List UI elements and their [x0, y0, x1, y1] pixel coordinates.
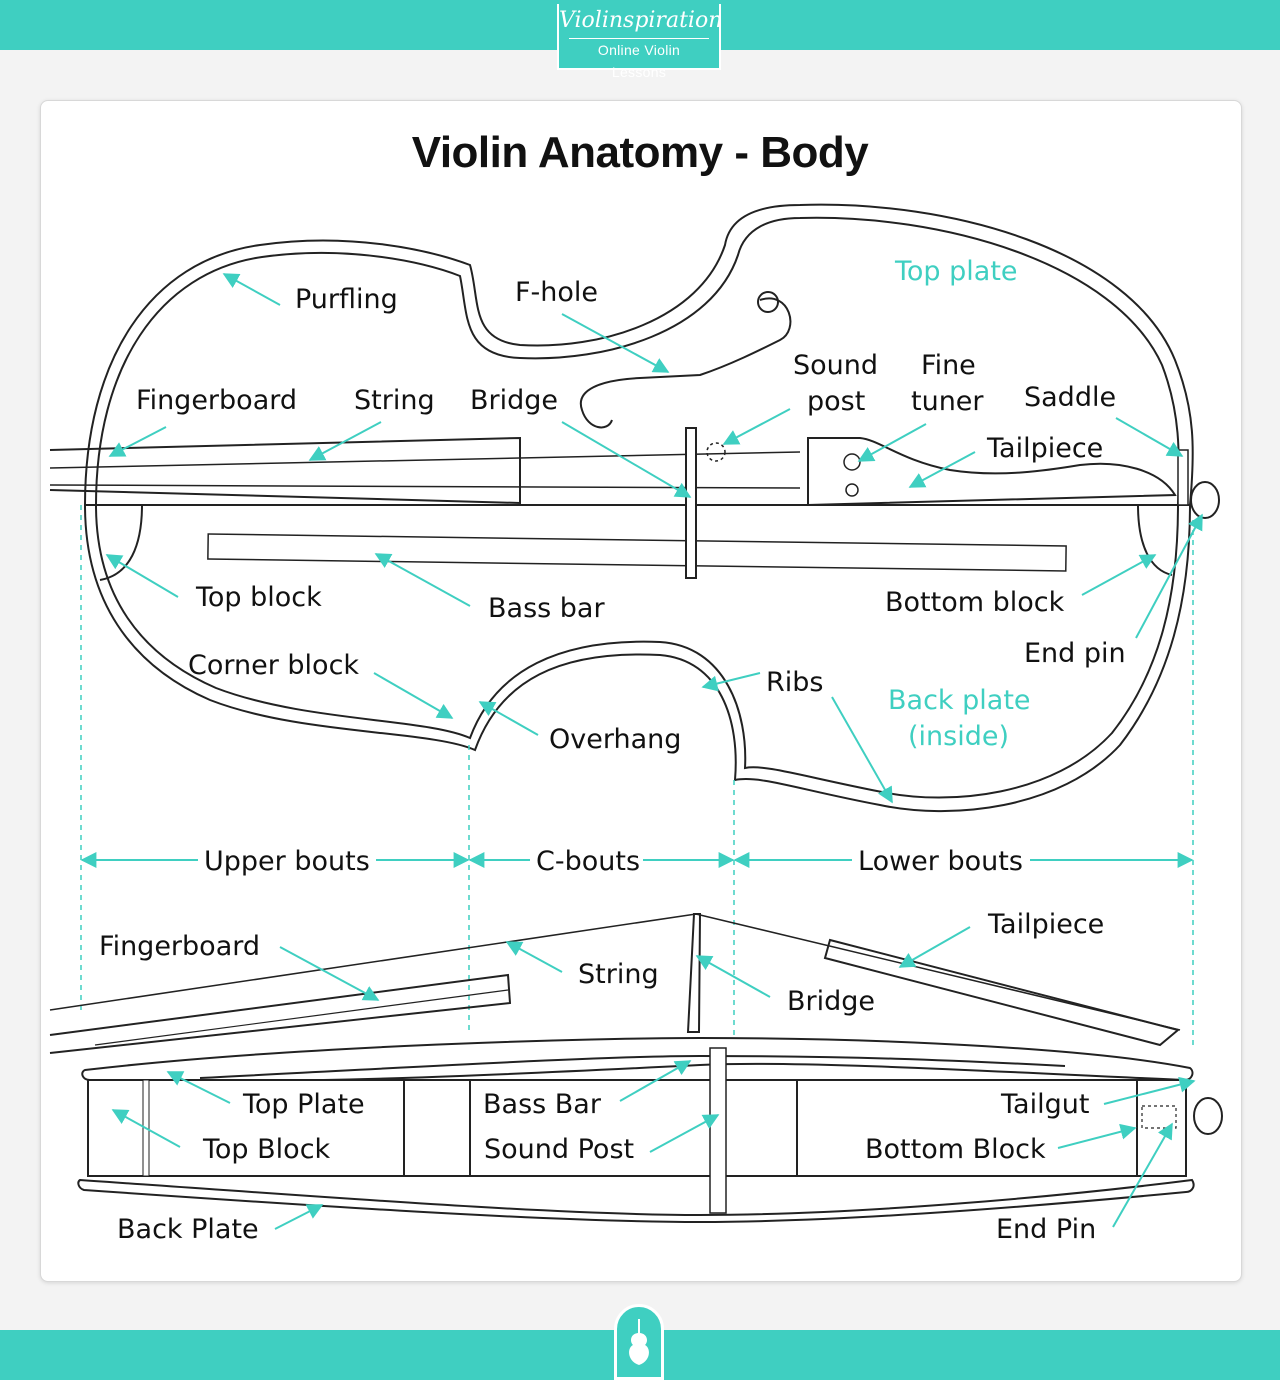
label-side-bottom-block: Bottom Block: [865, 1134, 1046, 1165]
brand-logo-text: Violinspiration: [559, 8, 723, 33]
top-view-arrows: [105, 273, 1203, 804]
label-overhang: Overhang: [549, 724, 681, 755]
page-title: Violin Anatomy - Body: [411, 128, 869, 177]
label-tailpiece: Tailpiece: [986, 433, 1103, 464]
top-view-labels: Purfling F-hole Top plate Fingerboard St…: [136, 256, 1126, 755]
label-side-top-plate: Top Plate: [242, 1089, 365, 1120]
violin-body-top-view: [49, 203, 1220, 813]
label-upper-bouts: Upper bouts: [204, 846, 370, 877]
label-bridge: Bridge: [470, 385, 558, 416]
label-sound-post-line2: post: [807, 386, 865, 417]
violin-icon: [614, 1304, 664, 1380]
label-back-plate-line2: (inside): [908, 721, 1009, 752]
label-string: String: [354, 385, 435, 416]
label-fine-tuner-line2: tuner: [911, 386, 984, 417]
label-ribs: Ribs: [766, 667, 823, 698]
label-side-bridge: Bridge: [787, 986, 875, 1017]
label-bass-bar: Bass bar: [488, 593, 605, 624]
label-fine-tuner-line1: Fine: [921, 350, 976, 381]
label-end-pin: End pin: [1024, 638, 1126, 669]
side-view-labels: Fingerboard String Bridge Tailpiece Top …: [99, 909, 1104, 1245]
label-side-end-pin: End Pin: [996, 1214, 1096, 1245]
label-side-string: String: [578, 959, 659, 990]
label-c-bouts: C-bouts: [536, 846, 640, 877]
label-side-top-block: Top Block: [202, 1134, 331, 1165]
side-view-arrows: [111, 926, 1196, 1230]
label-side-tailgut: Tailgut: [1000, 1089, 1089, 1120]
label-sound-post-line1: Sound: [793, 350, 878, 381]
brand-tagline: Online Violin Lessons: [569, 38, 709, 83]
label-lower-bouts: Lower bouts: [858, 846, 1023, 877]
label-back-plate-line1: Back plate: [888, 685, 1031, 716]
label-side-fingerboard: Fingerboard: [99, 931, 260, 962]
label-top-plate: Top plate: [894, 256, 1018, 287]
brand-logo[interactable]: Violinspiration Online Violin Lessons: [557, 4, 723, 80]
violin-body-side-view: [49, 913, 1223, 1224]
label-top-block: Top block: [195, 582, 322, 613]
section-guides: Upper bouts C-bouts Lower bouts: [80, 505, 1194, 1045]
label-purfling: Purfling: [295, 284, 398, 315]
label-side-bass-bar: Bass Bar: [483, 1089, 602, 1120]
label-side-back-plate: Back Plate: [117, 1214, 259, 1245]
label-side-sound-post: Sound Post: [484, 1134, 634, 1165]
label-side-tailpiece: Tailpiece: [987, 909, 1104, 940]
label-corner-block: Corner block: [188, 650, 359, 681]
label-f-hole: F-hole: [515, 277, 598, 308]
label-saddle: Saddle: [1024, 382, 1116, 413]
label-fingerboard: Fingerboard: [136, 385, 297, 416]
label-bottom-block: Bottom block: [885, 587, 1065, 618]
